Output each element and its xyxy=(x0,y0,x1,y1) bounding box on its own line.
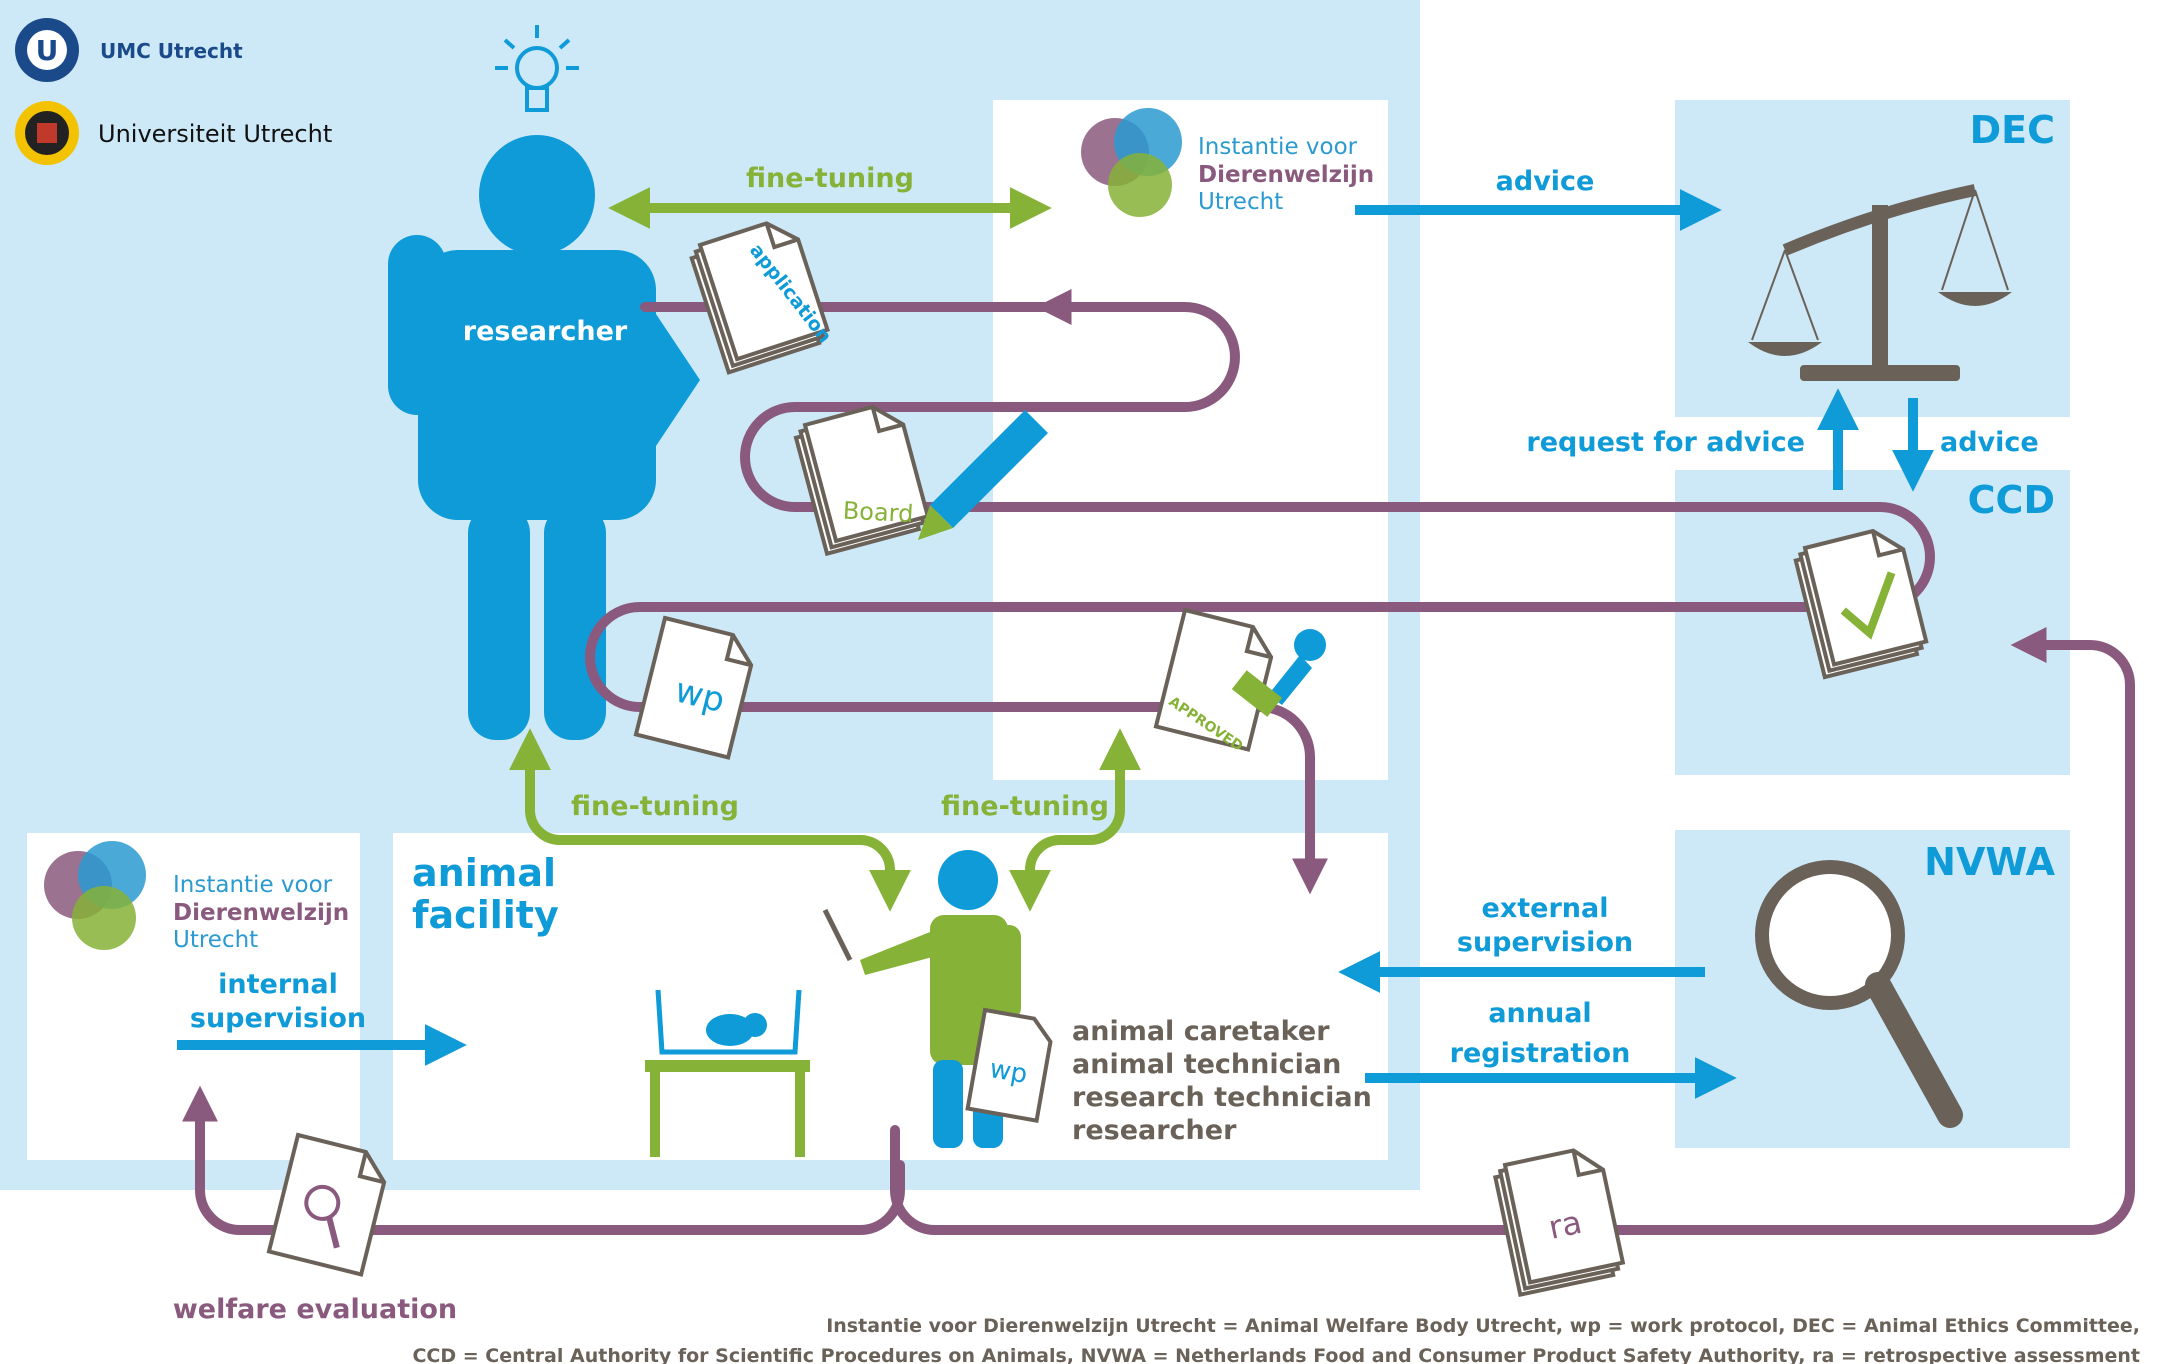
advice-label-ccd: advice xyxy=(1940,427,2039,458)
wp-document: wp xyxy=(633,616,760,760)
svg-text:Board: Board xyxy=(842,497,914,529)
fine-tuning-arrow-right xyxy=(1009,728,1141,912)
svg-text:Dierenwelzijn: Dierenwelzijn xyxy=(173,900,349,926)
scales-icon xyxy=(1748,184,2012,381)
board-document: Board xyxy=(793,398,930,556)
researcher-figure: researcher xyxy=(388,135,700,740)
svg-text:Utrecht: Utrecht xyxy=(1198,189,1283,215)
fine-tuning-label-left: fine-tuning xyxy=(571,791,739,822)
svg-text:Instantie voor: Instantie voor xyxy=(173,872,333,898)
process-flow-path xyxy=(182,289,2135,1235)
fine-tuning-label-top: fine-tuning xyxy=(746,163,914,194)
dec-title: DEC xyxy=(1970,108,2055,152)
uu-logo: Universiteit Utrecht xyxy=(15,101,332,165)
welfare-evaluation-document xyxy=(266,1133,393,1277)
svg-text:Dierenwelzijn: Dierenwelzijn xyxy=(1198,162,1374,188)
stamp-icon xyxy=(1231,629,1326,717)
annual-registration-label-1: annual xyxy=(1488,998,1591,1029)
internal-supervision-label-1: internal xyxy=(218,969,338,1000)
svg-text:wp: wp xyxy=(987,1054,1029,1090)
umc-logo-text: UMC Utrecht xyxy=(100,39,243,63)
footer-legend-line-2: CCD = Central Authority for Scientific P… xyxy=(412,1345,2140,1364)
animal-facility-title-1: animal xyxy=(412,851,556,895)
external-supervision-label-1: external xyxy=(1482,893,1609,924)
researcher-label: researcher xyxy=(463,316,628,347)
ivd-logo-top: Instantie voor Dierenwelzijn Utrecht xyxy=(1081,108,1374,217)
ra-document: ra xyxy=(1493,1143,1625,1297)
svg-text:Utrecht: Utrecht xyxy=(173,927,258,953)
svg-text:ra: ra xyxy=(1545,1203,1585,1247)
svg-text:U: U xyxy=(36,34,59,67)
lightbulb-icon xyxy=(495,25,579,112)
annual-registration-label-2: registration xyxy=(1450,1038,1631,1069)
ivd-logo-left: Instantie voor Dierenwelzijn Utrecht xyxy=(44,841,349,953)
wp-small-document: wp xyxy=(965,1007,1053,1123)
fine-tuning-arrow-left xyxy=(509,728,911,912)
request-for-advice-label: request for advice xyxy=(1526,427,1805,458)
internal-supervision-label-2: supervision xyxy=(190,1003,366,1034)
mouse-cage-icon xyxy=(645,989,810,1157)
role-label: researcher xyxy=(1072,1115,1237,1146)
umc-logo: U UMC Utrecht xyxy=(15,18,243,82)
pencil-icon xyxy=(918,410,1048,540)
nvwa-title: NVWA xyxy=(1924,840,2055,884)
role-label: animal caretaker xyxy=(1072,1016,1330,1047)
footer-legend-line-1: Instantie voor Dierenwelzijn Utrecht = A… xyxy=(826,1315,2140,1337)
svg-text:Instantie voor: Instantie voor xyxy=(1198,134,1358,160)
magnifier-icon xyxy=(1755,860,1963,1128)
fine-tuning-label-right: fine-tuning xyxy=(941,791,1109,822)
animal-facility-title-2: facility xyxy=(412,893,559,937)
checked-document xyxy=(1793,523,1929,680)
role-label: animal technician xyxy=(1072,1049,1341,1080)
uu-logo-text: Universiteit Utrecht xyxy=(98,120,332,148)
ccd-title: CCD xyxy=(1968,478,2055,522)
advice-label-top: advice xyxy=(1496,166,1595,197)
role-label: research technician xyxy=(1072,1082,1372,1113)
external-supervision-label-2: supervision xyxy=(1457,927,1633,958)
welfare-evaluation-label: welfare evaluation xyxy=(173,1294,457,1325)
